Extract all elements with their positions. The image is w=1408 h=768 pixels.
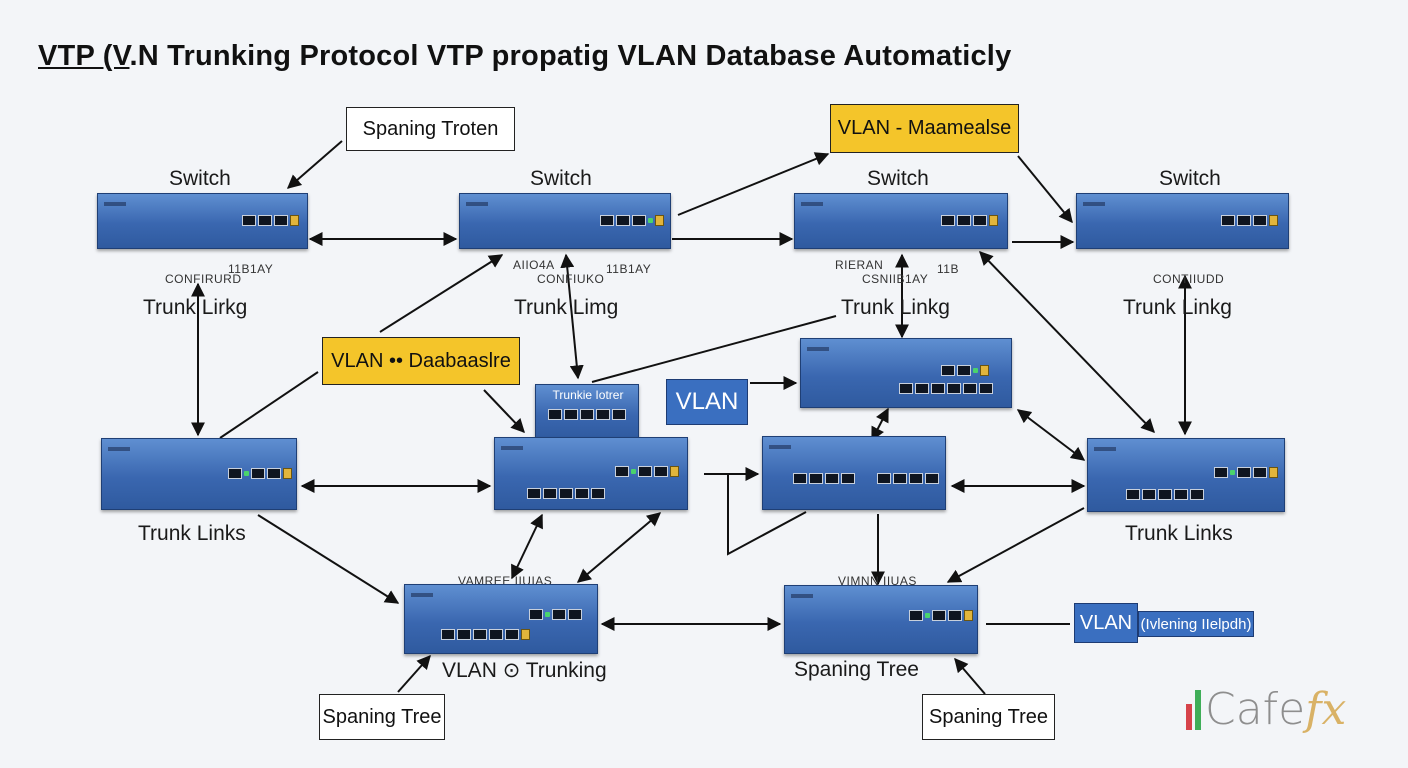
link-m2-m3-elbow [704,473,807,556]
switch-mid-4 [1087,438,1285,512]
trunk-label-4: Trunk Linkg [1123,296,1232,319]
link-s3-trunkbox [591,315,837,383]
label-spaning-tree: Spaning Tree [794,658,919,681]
vlan-note-label: VLAN [1074,603,1138,643]
trunk-switch-label: Trunkie Iotrer [552,388,624,402]
small-text-k: VIMNN IIUAS [838,574,917,588]
arrow-spanbl-b1 [397,654,431,693]
link-c1-m4 [1016,409,1086,461]
link-s2-trunkbox [560,253,584,380]
small-text-h: 11B [937,262,959,276]
callout-spanning-top: Spaning Troten [346,107,515,151]
callout-spanning-tree-left: Spaning Tree [319,694,445,740]
trunk-label-5: Trunk Links [138,522,246,545]
callout-vlan-maamealse: VLAN - Maamealse [830,104,1019,153]
switch-label-3: Switch [867,167,929,190]
switch-label-1: Switch [169,167,231,190]
callout-vlan: VLAN [666,379,748,425]
switch-mid-1 [101,438,297,510]
link-vlandb-s2 [379,254,504,333]
switch-label-2: Switch [530,167,592,190]
trunk-label-3: Trunk Linkg [841,296,950,319]
trunk-label-6: Trunk Links [1125,522,1233,545]
switch-4 [1076,193,1289,249]
trunk-label-1: Trunk Lirkg [143,296,248,319]
link-m1-vlandb [219,371,319,439]
candlestick-icon [1186,689,1201,730]
logo-text: Cafe [1205,684,1306,735]
trunk-label-2: Trunk Limg [514,296,619,319]
title-suffix: .N Trunking Protocol VTP propatig VLAN D… [129,40,1012,72]
switch-1 [97,193,308,249]
switch-mid-3 [762,436,946,510]
link-b1-m2a [511,513,543,580]
vlan-note-box: VLAN (Ivlening IIelpdh) [1074,603,1254,643]
callout-vlan-database: VLAN •• Daabaaslre [322,337,520,385]
switch-bottom-2 [784,585,978,654]
small-text-e: 11B1AY [606,262,652,276]
link-s3-m4 [979,250,1155,434]
callout-spanning-tree-right: Spaning Tree [922,694,1055,740]
switch-label-4: Switch [1159,167,1221,190]
link-c1-m3 [871,407,889,442]
page-title: VTP (V.N Trunking Protocol VTP propatig … [38,40,1011,73]
switch-3 [794,193,1008,249]
trunk-switch-box: Trunkie Iotrer [535,384,639,441]
small-text-g: CSNIIB1AY [862,272,929,286]
link-b1-m2b [576,512,662,583]
small-text-i: CONTIIUDD [1153,272,1225,286]
small-text-c: AIIO4A [513,258,555,272]
link-m4-b2 [946,507,1085,583]
switch-bottom-1 [404,584,598,654]
small-text-a: CONFIRURD [165,272,242,286]
small-text-f: RIERAN [835,258,884,272]
label-vlan-trunking: VLAN ⊙ Trunking [442,659,607,682]
switch-2 [459,193,671,249]
small-text-b: 11B1AY [228,262,274,276]
arrow-s2-vlanmaa [677,152,830,216]
link-m1-b1 [257,514,400,604]
switch-mid-2 [494,437,688,510]
small-text-d: CONFIUKO [537,272,605,286]
title-prefix: VTP (V [38,40,130,72]
vlan-note-text: (Ivlening IIelpdh) [1138,611,1254,637]
arrow-spanbr-b2 [954,657,986,695]
logo-fx: fx [1305,684,1347,735]
arrow-spanning-to-switch1 [286,140,343,189]
arrow-vlanmaa-s4 [1017,155,1073,224]
switch-core-1 [800,338,1012,408]
arrow-vlandb-m2 [483,389,525,434]
